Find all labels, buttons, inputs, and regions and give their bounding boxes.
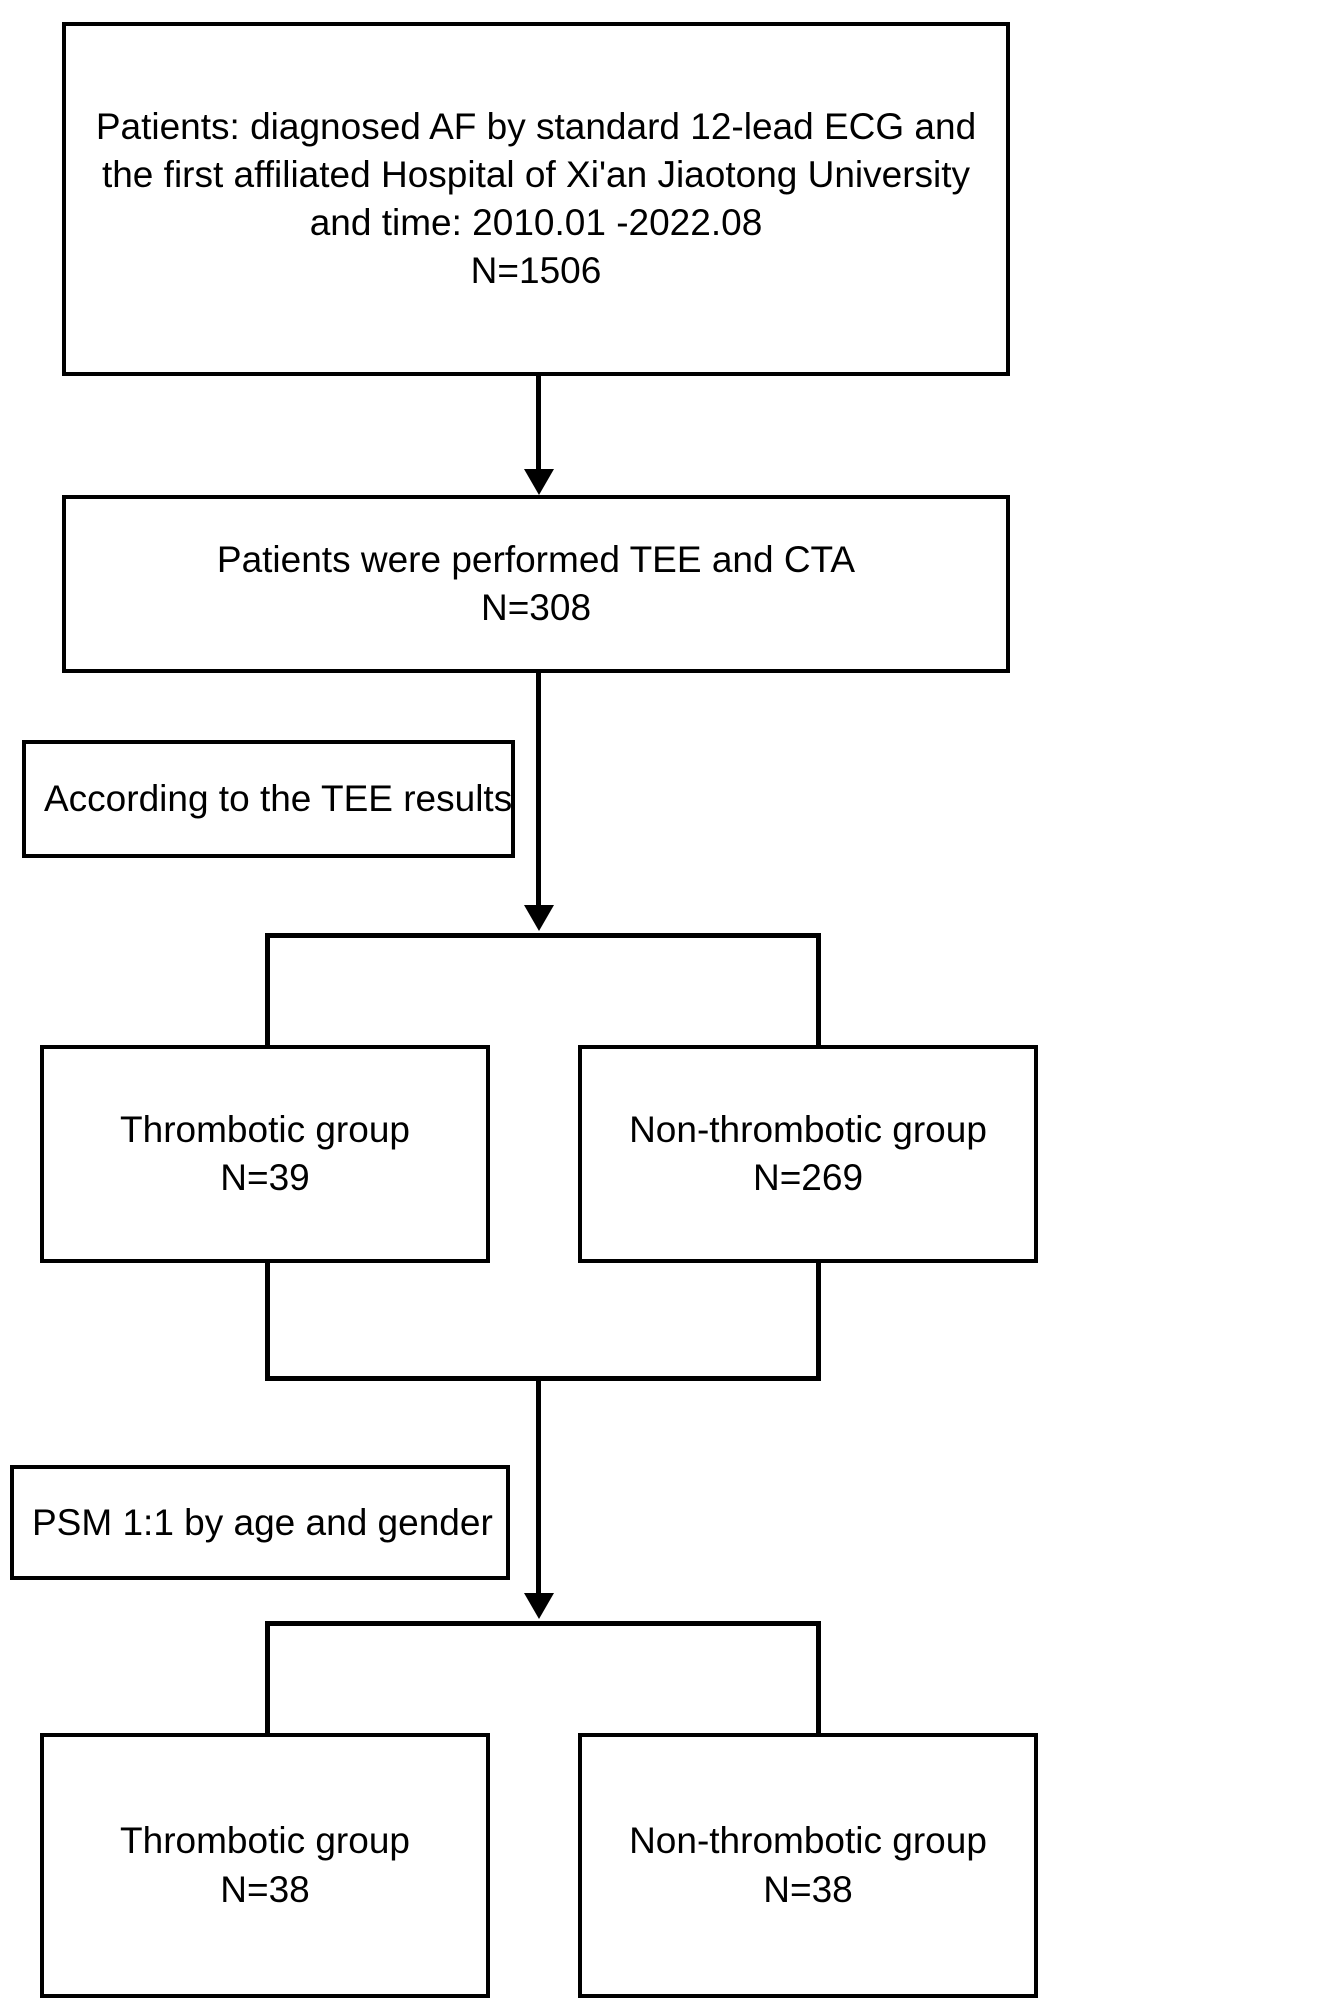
node-non-thrombotic-group-2-line-2: N=38	[763, 1868, 853, 1910]
split-left-drop-psm	[265, 1621, 270, 1733]
node-thrombotic-group-1: Thrombotic group N=39	[40, 1045, 490, 1263]
label-psm-text: PSM 1:1 by age and gender	[32, 1501, 493, 1543]
node-non-thrombotic-group-1: Non-thrombotic group N=269	[578, 1045, 1038, 1263]
merge-right-riser	[816, 1263, 821, 1381]
merge-bar-groups	[265, 1376, 821, 1381]
node-intake: Patients: diagnosed AF by standard 12-le…	[62, 22, 1010, 376]
label-tee-results-text: According to the TEE results	[44, 778, 513, 819]
node-thrombotic-group-2-line-2: N=38	[220, 1868, 310, 1910]
split-bar-psm-groups	[265, 1621, 821, 1626]
merge-left-riser	[265, 1263, 270, 1381]
node-tee-cta: Patients were performed TEE and CTA N=30…	[62, 495, 1010, 673]
split-right-drop-tee	[816, 933, 821, 1045]
arrowhead-merge-to-split2	[524, 1593, 554, 1619]
node-thrombotic-group-1-line-2: N=39	[220, 1157, 310, 1198]
node-intake-line-4: N=1506	[470, 250, 602, 292]
node-thrombotic-group-1-line-1: Thrombotic group	[120, 1108, 410, 1150]
split-bar-tee-groups	[265, 933, 821, 938]
node-intake-line-3: and time: 2010.01 -2022.08	[309, 202, 763, 243]
node-thrombotic-group-2-line-1: Thrombotic group	[120, 1820, 410, 1862]
node-non-thrombotic-group-1-line-1: Non-thrombotic group	[629, 1108, 987, 1150]
node-non-thrombotic-group-2-line-1: Non-thrombotic group	[629, 1820, 987, 1862]
connector-teecta-to-split1	[536, 673, 541, 909]
arrowhead-teecta-to-split1	[524, 905, 554, 931]
connector-intake-to-teecta	[536, 376, 541, 471]
node-thrombotic-group-2: Thrombotic group N=38	[40, 1733, 490, 1998]
split-right-drop-psm	[816, 1621, 821, 1733]
label-psm: PSM 1:1 by age and gender	[10, 1465, 510, 1580]
connector-merge-to-split2	[536, 1376, 541, 1597]
node-tee-cta-line-2: N=308	[480, 587, 592, 628]
node-non-thrombotic-group-2: Non-thrombotic group N=38	[578, 1733, 1038, 1998]
node-tee-cta-line-1: Patients were performed TEE and CTA	[216, 538, 856, 580]
node-intake-line-2: the first affiliated Hospital of Xi'an J…	[101, 153, 971, 195]
arrowhead-intake-to-teecta	[524, 469, 554, 495]
node-non-thrombotic-group-1-line-2: N=269	[752, 1157, 864, 1198]
split-left-drop-tee	[265, 933, 270, 1045]
label-tee-results: According to the TEE results	[22, 740, 515, 858]
node-intake-line-1: Patients: diagnosed AF by standard 12-le…	[95, 105, 977, 147]
